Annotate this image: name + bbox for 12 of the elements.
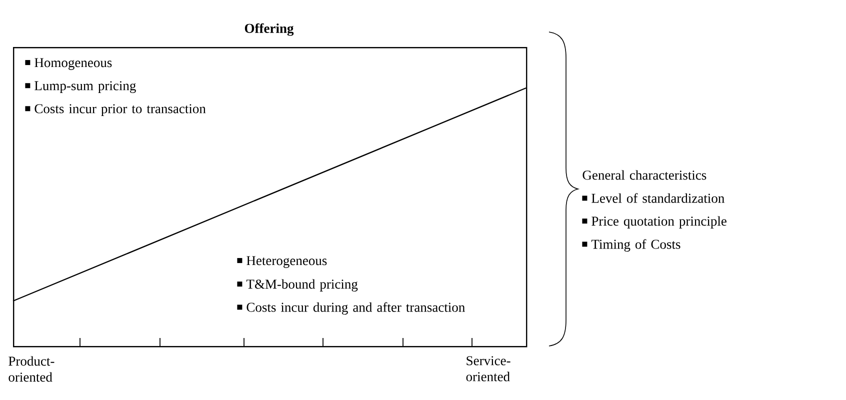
bullet-item: Costs incur prior to transaction [25, 104, 206, 116]
bullet-item: Homogeneous [25, 58, 112, 70]
bullet-item: Timing of Costs [582, 239, 680, 252]
bullet-item: Heterogeneous [237, 256, 327, 268]
bullet-item: T&M-bound pricing [237, 279, 358, 292]
bullet-item: Level of standardization [582, 193, 724, 203]
section-label: General characteristics [582, 170, 706, 180]
chart-frame [13, 47, 528, 348]
bullet-item: Price quotation principle [582, 216, 726, 228]
heading: Offering [244, 23, 294, 36]
bullet-item: Lump-sum pricing [25, 81, 136, 94]
bullet-item: Costs incur during and after transaction [237, 302, 465, 315]
